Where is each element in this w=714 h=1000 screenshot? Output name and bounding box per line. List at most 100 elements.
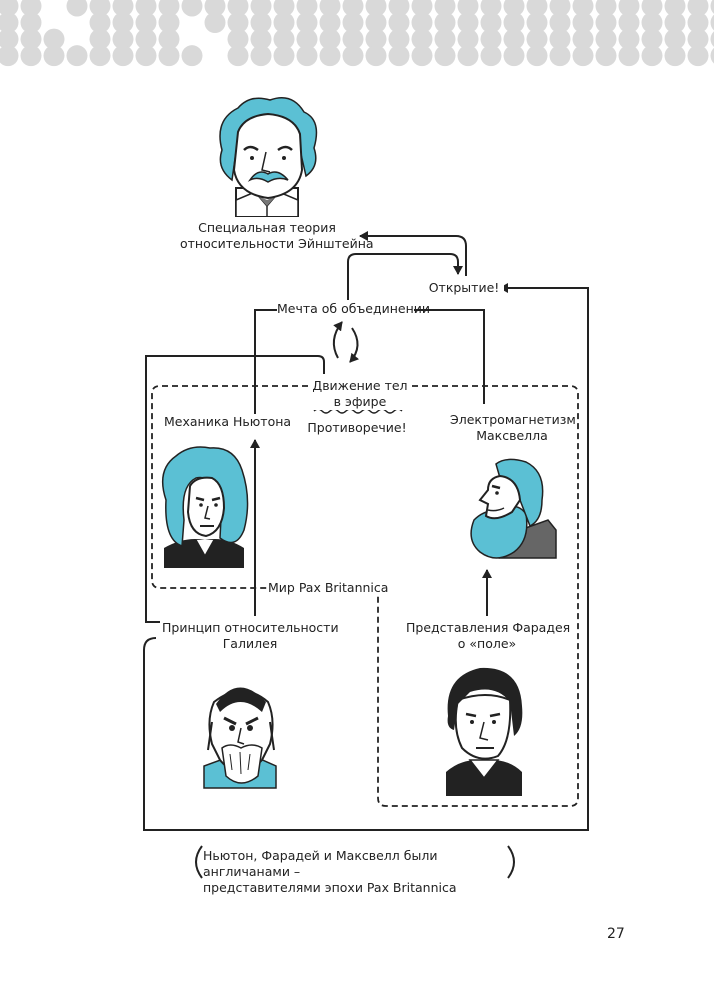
caption-line-1: Ньютон, Фарадей и Максвелл были англичан…: [203, 848, 438, 879]
header-dot: [664, 28, 686, 50]
header-dot: [411, 45, 433, 67]
outer-loop-arrow: [143, 283, 589, 831]
header-dot: [365, 45, 387, 67]
header-dot: [296, 45, 318, 67]
discovery-to-einstein-arrow: [359, 231, 467, 276]
maxwell-portrait: [470, 458, 557, 559]
header-dot: [43, 45, 65, 67]
header-dot: [434, 12, 456, 34]
dream-label: Мечта об объединении: [277, 301, 431, 317]
header-dot: [204, 12, 226, 34]
header-dot: [0, 28, 19, 50]
einstein-portrait: [219, 97, 318, 217]
header-dot: [618, 45, 640, 67]
header-dot: [135, 12, 157, 34]
dot-pattern-header: [0, 0, 714, 67]
header-dot: [388, 45, 410, 67]
connector-lines: [143, 231, 589, 831]
header-dot: [388, 0, 410, 17]
header-dot: [365, 28, 387, 50]
header-dot: [572, 45, 594, 67]
header-dot: [135, 0, 157, 17]
header-dot: [503, 45, 525, 67]
galileo-portrait: [203, 687, 277, 789]
discovery-label: Открытие!: [424, 280, 504, 296]
header-dot: [388, 12, 410, 34]
header-dot: [0, 45, 19, 67]
header-dot: [595, 45, 617, 67]
caption-line-2: представителями эпохи Pax Britannica: [203, 880, 457, 895]
header-dot: [227, 0, 249, 17]
header-dot: [89, 45, 111, 67]
header-dot: [434, 28, 456, 50]
header-dot: [319, 45, 341, 67]
header-dot: [480, 28, 502, 50]
header-dot: [204, 0, 226, 17]
pax-britannica-box: [151, 385, 579, 807]
header-dot: [365, 12, 387, 34]
header-dot: [273, 0, 295, 17]
header-dot: [112, 0, 134, 17]
header-dot: [664, 0, 686, 17]
header-dot: [687, 28, 709, 50]
header-dot: [664, 45, 686, 67]
header-dot: [296, 28, 318, 50]
header-dot: [342, 12, 364, 34]
header-dot: [112, 12, 134, 34]
header-dot: [181, 45, 203, 67]
header-dot: [250, 12, 272, 34]
header-dot: [66, 45, 88, 67]
header-dot: [227, 45, 249, 67]
header-dot: [342, 28, 364, 50]
header-dot: [227, 12, 249, 34]
header-dot: [273, 45, 295, 67]
header-dot: [595, 0, 617, 17]
header-dot: [112, 45, 134, 67]
header-dot: [135, 45, 157, 67]
header-dot: [296, 12, 318, 34]
header-dot: [526, 12, 548, 34]
header-dot: [365, 0, 387, 17]
left-bracket-line: [145, 355, 325, 623]
header-dot: [250, 28, 272, 50]
header-dot: [549, 12, 571, 34]
header-dot: [273, 28, 295, 50]
header-dot: [526, 0, 548, 17]
header-dot: [710, 14, 714, 31]
caption: Ньютон, Фарадей и Максвелл были англичан…: [185, 844, 520, 895]
header-dot: [618, 12, 640, 34]
header-dot: [710, 31, 714, 47]
header-dot: [641, 0, 663, 17]
contradiction-wave: [313, 408, 403, 414]
header-dot: [342, 0, 364, 17]
header-dot: [20, 45, 42, 67]
header-dot: [227, 28, 249, 50]
header-dot: [526, 45, 548, 67]
header-dot: [319, 28, 341, 50]
header-dot: [457, 0, 479, 17]
header-dot: [434, 45, 456, 67]
header-dot: [480, 45, 502, 67]
header-dot: [342, 45, 364, 67]
header-dot: [135, 28, 157, 50]
header-dot: [296, 0, 318, 17]
header-dot: [89, 28, 111, 50]
faraday-label: Представления Фарадея о «поле»: [406, 620, 571, 652]
header-dot: [0, 0, 19, 17]
header-dot: [618, 0, 640, 17]
newton-portrait: [161, 446, 249, 568]
header-dot: [273, 12, 295, 34]
maxwell-to-dream-line: [413, 309, 485, 404]
header-dot: [158, 12, 180, 34]
pax-britannica-label: Мир Pax Britannica: [268, 580, 389, 596]
header-dot: [89, 12, 111, 34]
header-dot: [158, 0, 180, 17]
header-dot: [480, 12, 502, 34]
caption-brackets: [195, 845, 515, 879]
einstein-label: Специальная теория относительности Эйншт…: [180, 220, 374, 251]
header-dot: [503, 0, 525, 17]
header-dot: [595, 12, 617, 34]
header-dot: [641, 45, 663, 67]
header-dot: [503, 28, 525, 50]
